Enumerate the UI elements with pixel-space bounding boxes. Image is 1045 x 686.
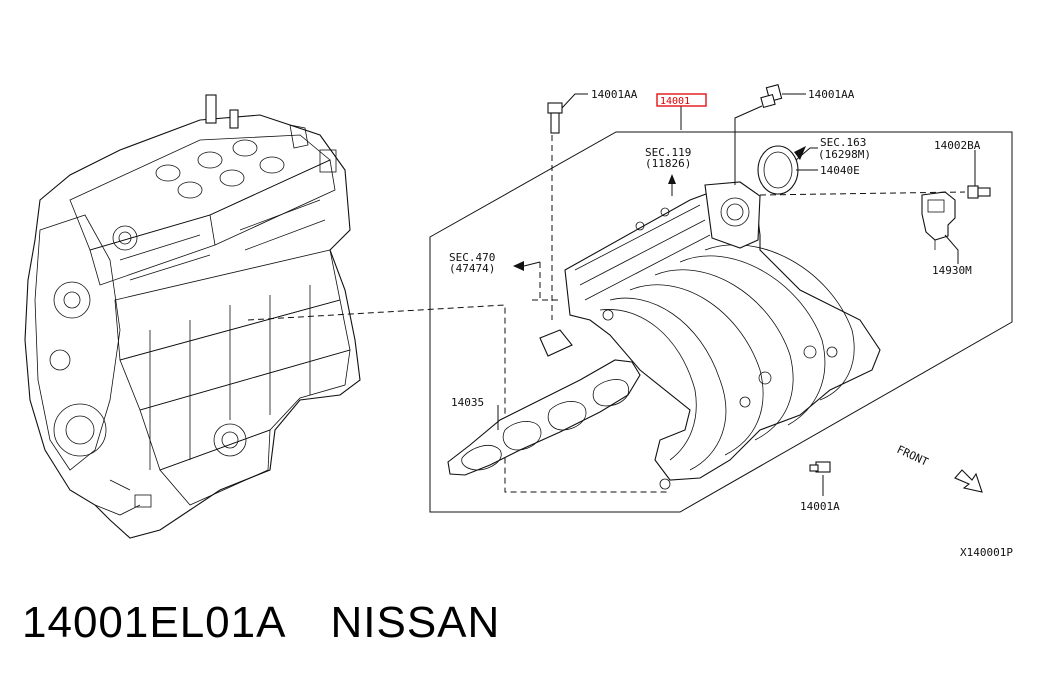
sensor-illustration bbox=[921, 191, 956, 250]
bolt-sensor-label: 14002BA bbox=[934, 139, 981, 152]
bolt-bottom-illustration bbox=[809, 461, 831, 473]
intake-gasket-illustration bbox=[447, 359, 641, 476]
intake-manifold-illustration bbox=[539, 181, 881, 490]
highlight-part-label: 14001 bbox=[660, 96, 690, 107]
sec119-arrow bbox=[668, 174, 676, 184]
bolt-right-illustration bbox=[760, 84, 783, 109]
bolt-right-label: 14001AA bbox=[808, 88, 855, 101]
sec470-num-label: (47474) bbox=[449, 262, 495, 275]
sec470-arrow bbox=[513, 261, 524, 271]
sec470-ref-label: SEC.470 bbox=[449, 251, 495, 264]
bolt-bottom-label: 14001A bbox=[800, 500, 840, 513]
highlight-box bbox=[656, 93, 707, 107]
gasket-ring-label: 14040E bbox=[820, 164, 860, 177]
diagram-code-label: X140001P bbox=[960, 546, 1013, 559]
front-label: FRONT bbox=[895, 443, 931, 469]
front-direction-indicator: FRONT bbox=[895, 443, 983, 493]
part-caption: 14001EL01A NISSAN bbox=[22, 598, 500, 648]
throttle-gasket-ring-illustration bbox=[757, 145, 799, 195]
bolt-top-illustration bbox=[547, 102, 563, 134]
sec163-arrow bbox=[794, 146, 806, 160]
brand-name: NISSAN bbox=[330, 598, 501, 647]
sec163-num-label: (16298M) bbox=[818, 148, 871, 161]
bolt-sensor-illustration bbox=[967, 185, 991, 199]
engine-block-illustration bbox=[24, 94, 361, 539]
sensor-label: 14930M bbox=[932, 264, 972, 277]
sec119-num-label: (11826) bbox=[645, 157, 691, 170]
part-number: 14001EL01A bbox=[22, 598, 287, 647]
sec119-ref-label: SEC.119 bbox=[645, 146, 691, 159]
intake-assembly-panel bbox=[429, 131, 1013, 513]
gasket-intake-label: 14035 bbox=[451, 396, 484, 409]
sec163-ref-label: SEC.163 bbox=[820, 136, 866, 149]
bolt-top-label: 14001AA bbox=[591, 88, 638, 101]
